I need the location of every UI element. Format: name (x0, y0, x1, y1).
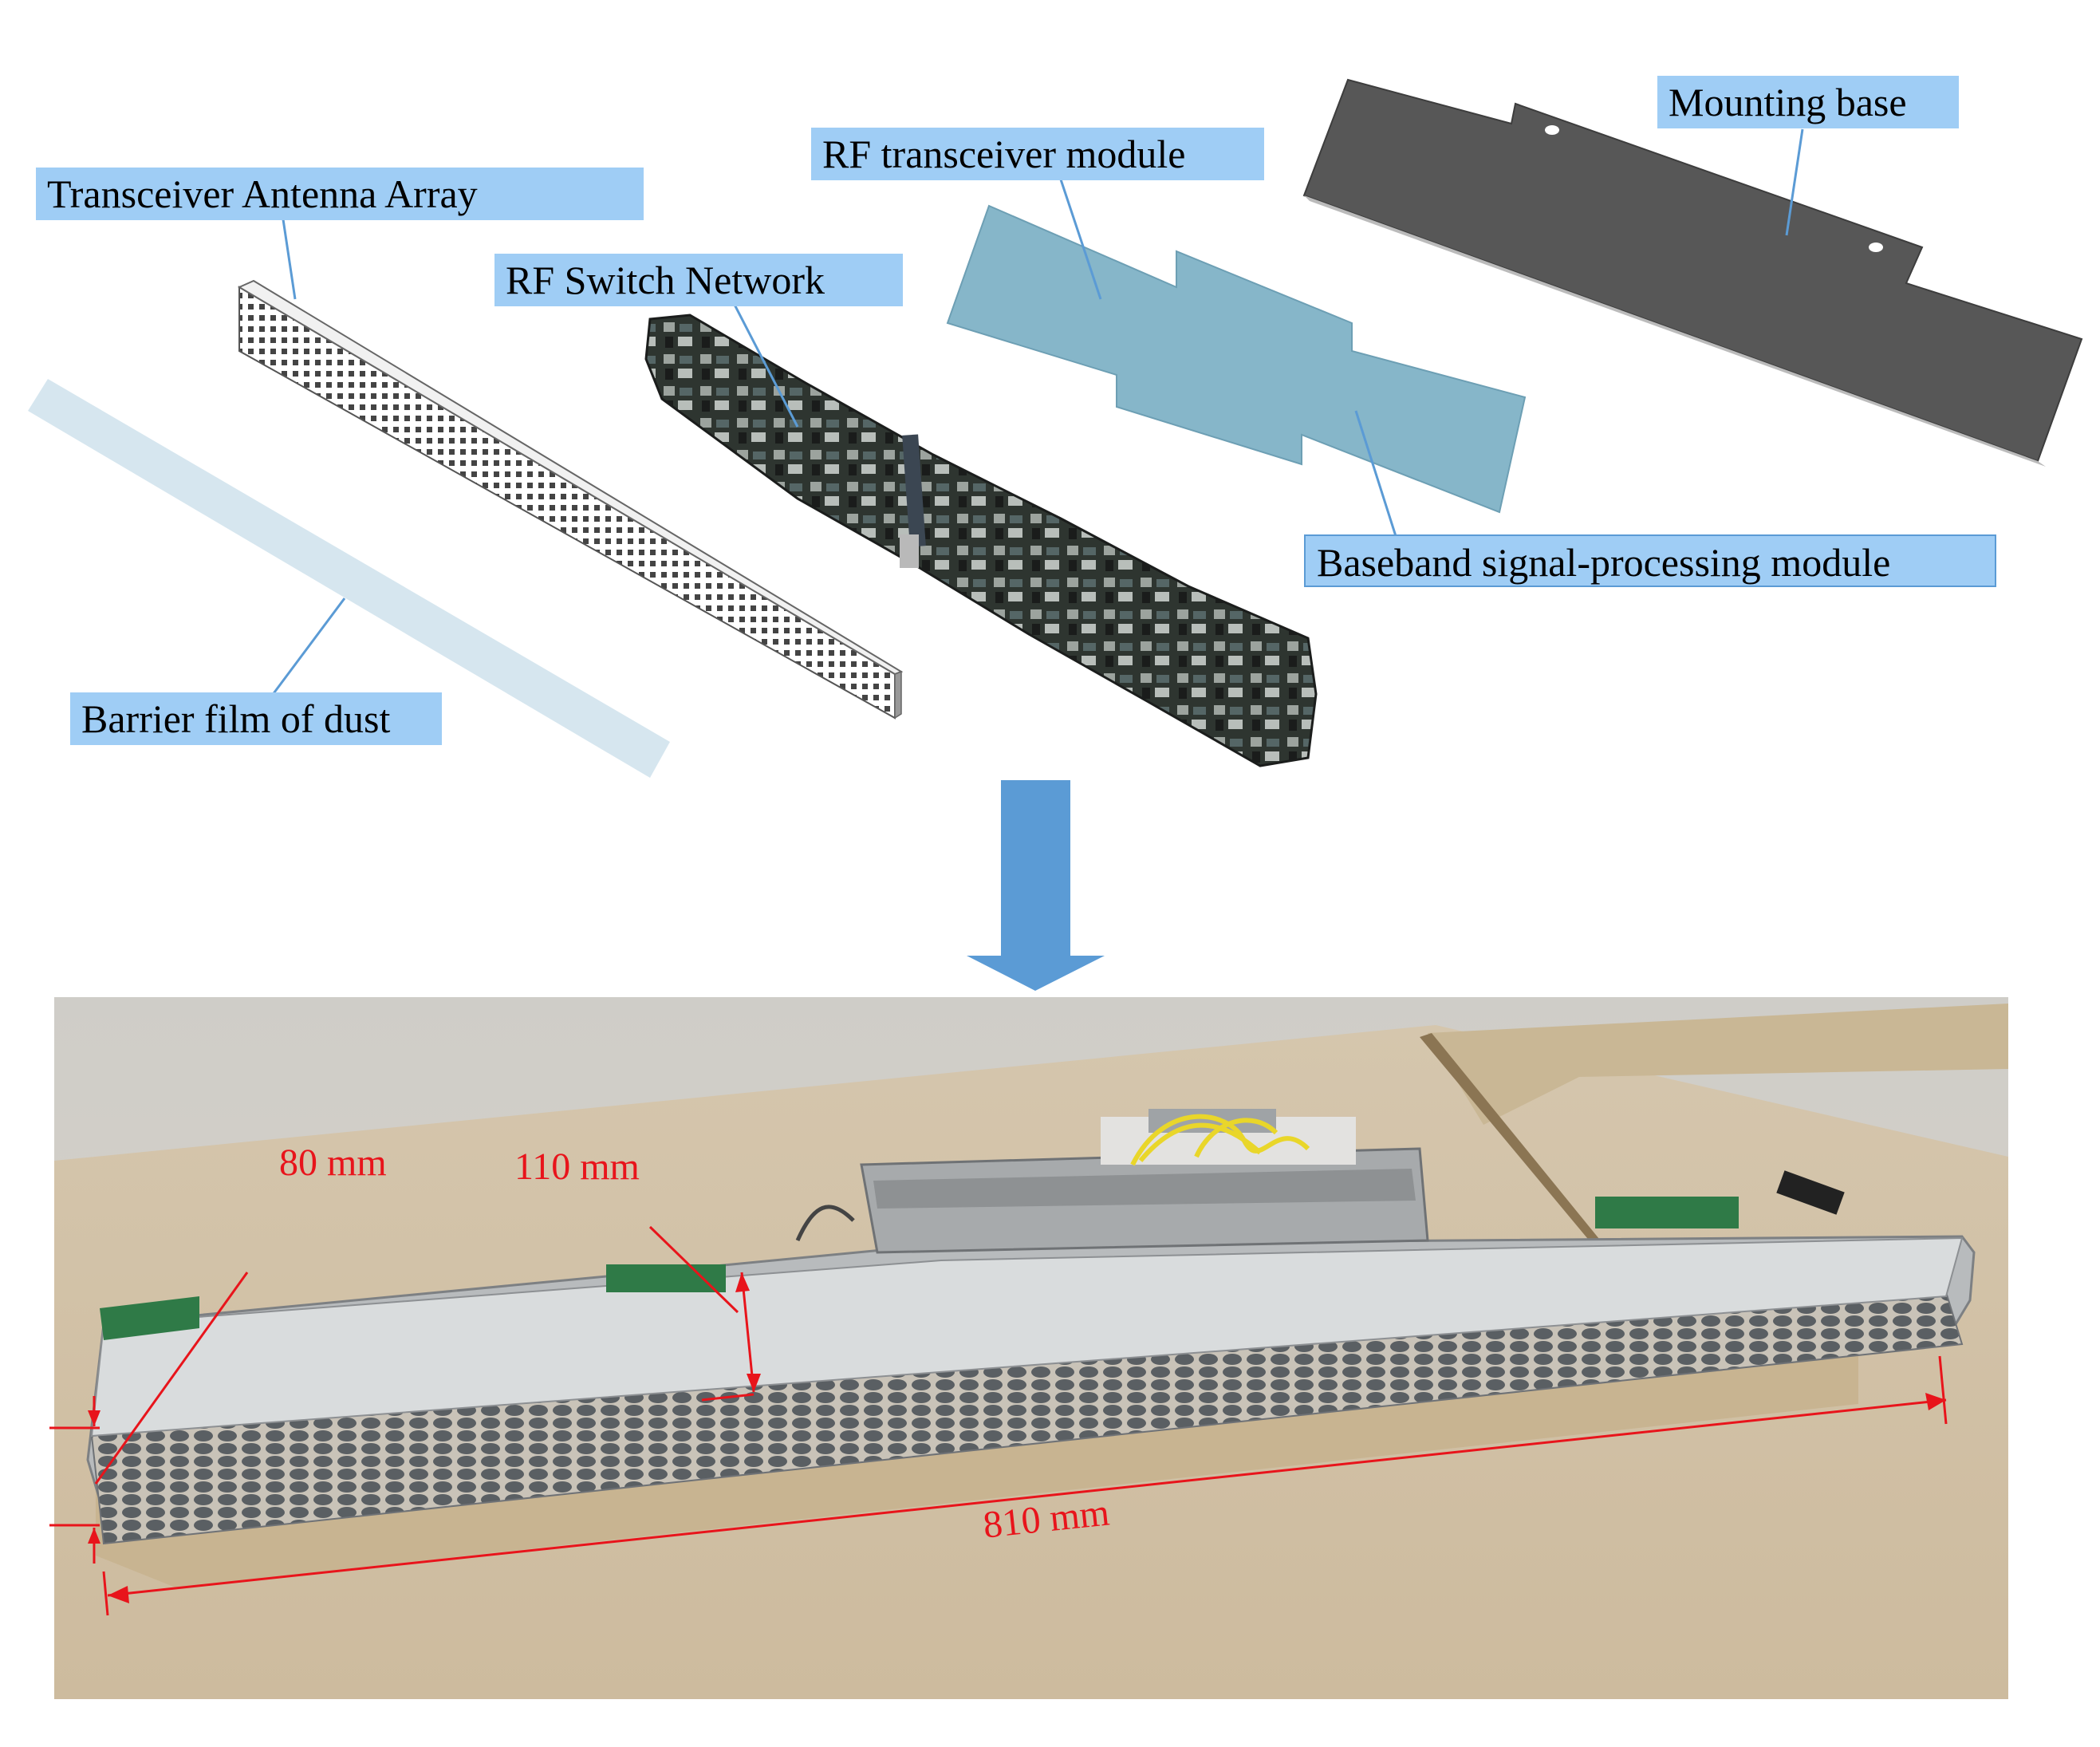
label-dust-film: Barrier film of dust (70, 692, 442, 745)
rf-switch-network-part (644, 314, 1318, 767)
exploded-view (28, 78, 2083, 991)
dimension-markings (49, 1225, 1948, 1616)
label-mounting-base: Mounting base (1657, 76, 1959, 128)
antenna-array-part (237, 279, 904, 720)
dimension-label-80mm: 80 mm (279, 1142, 387, 1184)
dust-barrier-film (28, 379, 670, 778)
transition-arrow (967, 780, 1105, 991)
label-rf-switch-network: RF Switch Network (494, 254, 903, 306)
leader-lines (266, 128, 1804, 703)
label-antenna-array: Transceiver Antenna Array (36, 168, 644, 220)
mounting-base-part (1302, 78, 2083, 467)
dimension-label-110mm: 110 mm (514, 1146, 640, 1188)
rf-transceiver-module-part (946, 204, 1527, 514)
label-rf-transceiver-module: RF transceiver module (811, 128, 1264, 180)
label-baseband-module: Baseband signal-processing module (1304, 534, 1996, 587)
prototype-photo (49, 997, 2008, 1699)
prototype-device (86, 1109, 1976, 1545)
dimension-arrowheads (88, 1272, 1946, 1603)
